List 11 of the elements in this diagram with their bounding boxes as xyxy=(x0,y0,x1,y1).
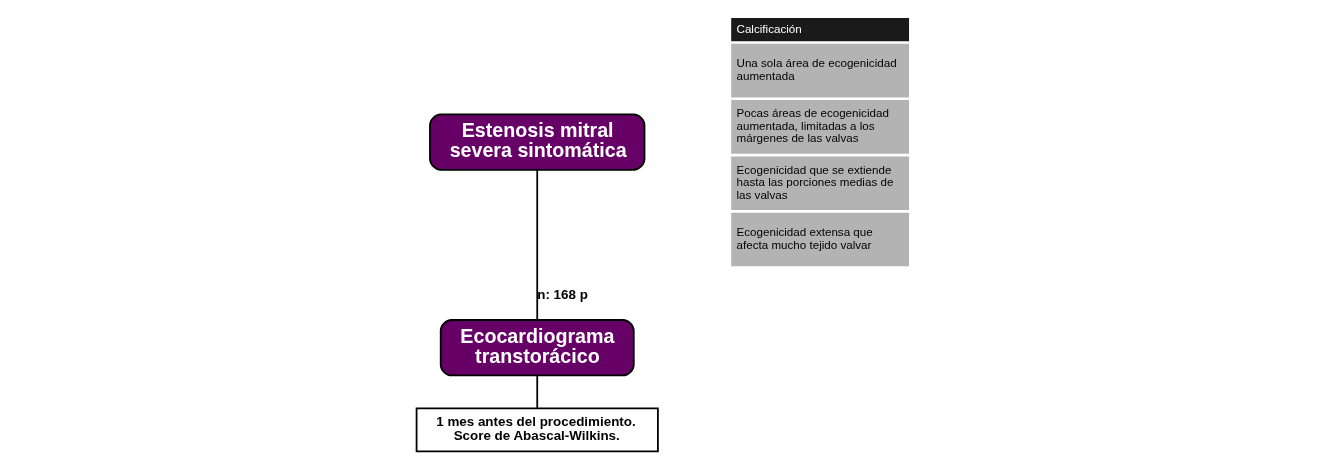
node-box: Estenosis mitral severa sintomática xyxy=(429,113,646,171)
connector xyxy=(536,169,539,321)
edge-label: n: 168 p xyxy=(537,286,588,302)
connector xyxy=(536,374,539,410)
label: Pocas áreas de ecogenicidad aumentada, limitadas a los márgenes de las valvas xyxy=(736,106,889,145)
label: Ecogenicidad que se extiende hasta las porciones medias de las valvas xyxy=(736,162,894,201)
node-box: Ecocardiograma transtorácico xyxy=(439,319,635,377)
node-box: 1 mes antes del procedimiento. Score de Abascal-Wilkins. xyxy=(415,407,659,453)
label: Ecogenicidad extensa que afecta mucho tejido valvar xyxy=(736,225,873,251)
label: Calcificación xyxy=(736,21,802,35)
label: Una sola área de ecogenicidad aumentada xyxy=(736,56,897,82)
